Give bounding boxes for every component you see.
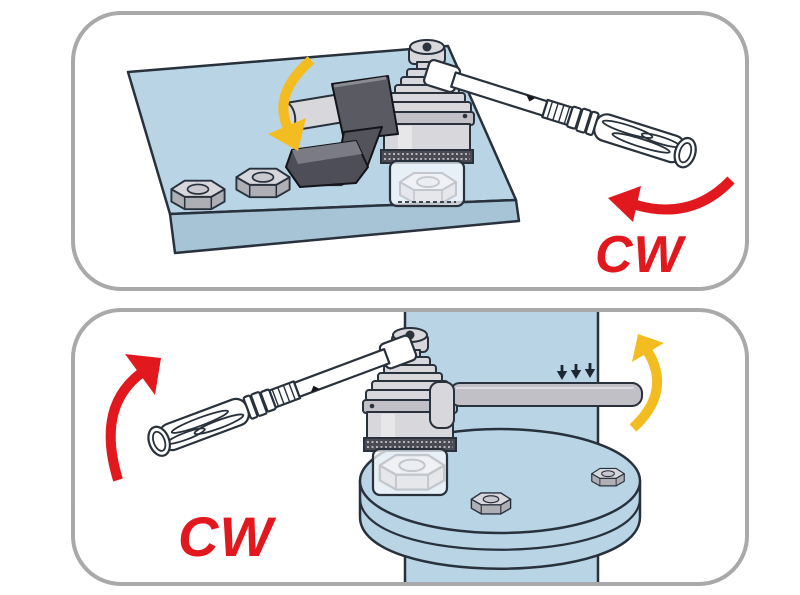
bottom-panel-scene: CW	[105, 310, 664, 584]
flange-bolt	[591, 467, 625, 487]
reaction-bar-collar	[429, 381, 455, 429]
cw-rotation-arrow-red	[105, 354, 161, 482]
reaction-socket	[388, 159, 466, 208]
cw-label-top: CW	[595, 226, 687, 284]
bottom-panel-border	[71, 308, 749, 586]
reaction-press-arrow-yellow	[268, 56, 315, 151]
reaction-bar	[429, 381, 643, 429]
top-panel-border	[71, 11, 749, 291]
reaction-arm	[279, 75, 399, 188]
reaction-socket	[371, 447, 449, 497]
top-panel-scene: CW	[126, 39, 735, 284]
hex-nut	[235, 167, 291, 199]
cw-label-bottom: CW	[178, 505, 276, 568]
flange-bolt	[470, 492, 512, 515]
cw-rotation-arrow-red	[608, 176, 735, 222]
hex-nut	[170, 179, 226, 211]
reaction-lift-arrow-yellow	[629, 334, 664, 432]
